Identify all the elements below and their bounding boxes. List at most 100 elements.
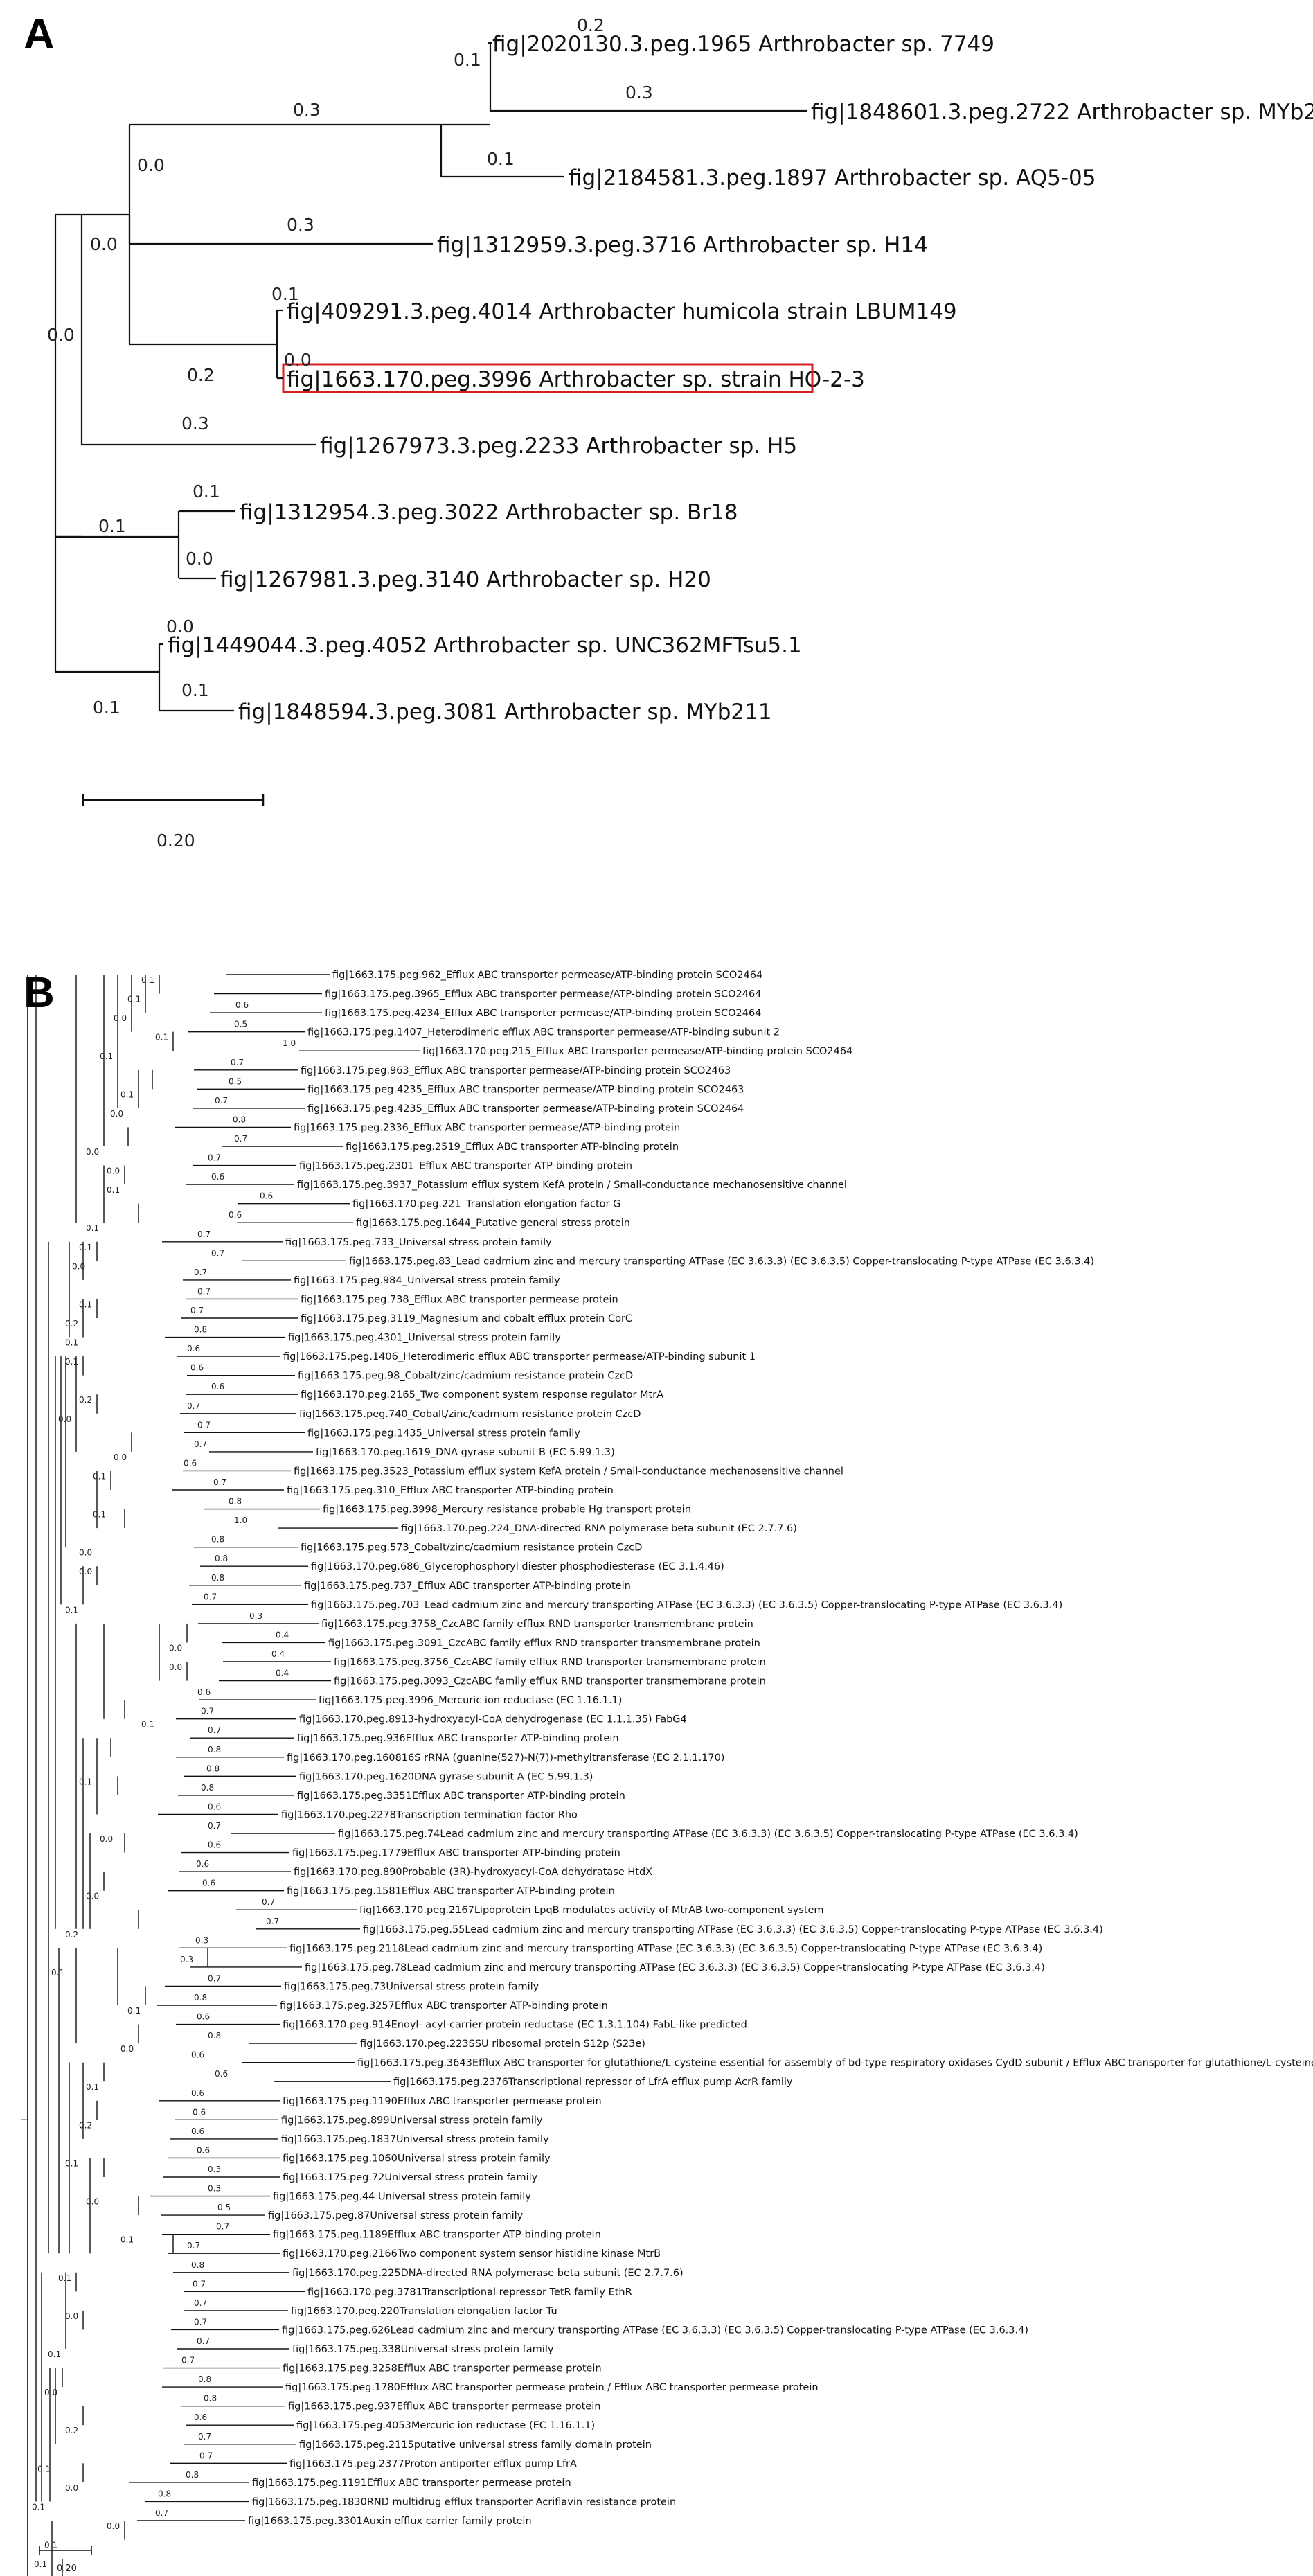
leaf-label-a: fig|1267981.3.peg.3140 Arthrobacter sp. … — [220, 567, 711, 592]
branch-length-b: 0.8 — [215, 1554, 228, 1563]
branch-length-b: 0.6 — [184, 1458, 197, 1468]
internal-branch-length-b: 0.0 — [114, 1453, 127, 1462]
branch-length-b: 0.6 — [208, 1802, 221, 1811]
branch-length-b: 0.7 — [234, 1134, 247, 1144]
internal-branch-length-b: 0.1 — [32, 2502, 45, 2512]
internal-branch-length-b: 0.1 — [120, 1090, 134, 1099]
internal-branch-length-b: 0.1 — [155, 1033, 168, 1042]
leaf-label-b: fig|1663.175.peg.4235_Efflux ABC transpo… — [307, 1103, 744, 1114]
leaf-label-b: fig|1663.170.peg.1620DNA gyrase subunit … — [299, 1771, 593, 1782]
leaf-label-b: fig|1663.170.peg.225DNA-directed RNA pol… — [292, 2268, 684, 2279]
branch-length-b: 0.8 — [229, 1497, 242, 1507]
leaf-label-a: fig|1267973.3.peg.2233 Arthrobacter sp. … — [320, 434, 797, 459]
branch-length-b: 0.6 — [211, 1172, 224, 1182]
leaf-label-b: fig|1663.170.peg.2165_Two component syst… — [301, 1389, 663, 1401]
branch-length-b: 0.6 — [194, 2413, 207, 2422]
leaf-label-b: fig|1663.175.peg.1190Efflux ABC transpor… — [283, 2096, 602, 2107]
internal-branch-length-b: 0.1 — [86, 2082, 99, 2092]
leaf-label-b: fig|1663.175.peg.984_Universal stress pr… — [294, 1275, 560, 1286]
branch-length-a: 0.2 — [577, 15, 605, 35]
branch-length-b: 0.8 — [194, 1993, 207, 2002]
branch-length-b: 0.8 — [201, 1783, 214, 1793]
leaf-label-b: fig|1663.170.peg.8913-hydroxyacyl-CoA de… — [299, 1714, 687, 1725]
leaf-label-b: fig|1663.175.peg.963_Efflux ABC transpor… — [301, 1065, 731, 1076]
branch-length-a: 0.0 — [284, 350, 312, 370]
branch-length-b: 0.6 — [229, 1210, 242, 1220]
leaf-label-b: fig|1663.175.peg.738_Efflux ABC transpor… — [301, 1294, 618, 1305]
internal-branch-length-b: 0.0 — [65, 2311, 78, 2321]
branch-length-b: 0.7 — [231, 1058, 244, 1067]
branch-length-b: 0.7 — [198, 2432, 211, 2442]
leaf-label-b: fig|1663.175.peg.4301_Universal stress p… — [288, 1333, 561, 1344]
highlight-box — [282, 363, 814, 393]
branch-length-b: 0.5 — [217, 2203, 231, 2212]
leaf-label-b: fig|1663.175.peg.1435_Universal stress p… — [307, 1428, 580, 1439]
branch-length-b: 0.6 — [191, 2050, 204, 2060]
branch-length-b: 0.6 — [249, 970, 262, 972]
leaf-label-b: fig|1663.170.peg.160816S rRNA (guanine(5… — [287, 1752, 724, 1764]
internal-branch-length-b: 0.0 — [100, 1834, 113, 1844]
branch-length-b: 0.8 — [233, 1114, 246, 1124]
branch-length-a: 0.3 — [181, 414, 209, 434]
leaf-label-b: fig|1663.170.peg.1619_DNA gyrase subunit… — [316, 1447, 615, 1458]
internal-branch-length-b: 0.0 — [79, 1567, 92, 1576]
leaf-label-b: fig|1663.175.peg.1581Efflux ABC transpor… — [287, 1886, 615, 1897]
leaf-label-b: fig|1663.175.peg.937Efflux ABC transport… — [288, 2401, 600, 2413]
leaf-label-b: fig|1663.175.peg.740_Cobalt/zinc/cadmium… — [299, 1409, 641, 1420]
leaf-label-b: fig|1663.175.peg.1780Efflux ABC transpor… — [285, 2382, 819, 2393]
scale-label-b: 0.20 — [57, 2564, 77, 2574]
branch-length-b: 0.7 — [194, 1268, 207, 1277]
leaf-label-b: fig|1663.175.peg.87Universal stress prot… — [268, 2210, 524, 2221]
phylogenetic-tree-a: fig|2020130.3.peg.1965 Arthrobacter sp. … — [47, 15, 1313, 851]
branch-length-b: 0.5 — [234, 1020, 247, 1029]
leaf-label-b: fig|1663.175.peg.44 Universal stress pro… — [273, 2192, 531, 2203]
branch-length-b: 0.8 — [194, 1325, 207, 1335]
internal-branch-length-b: 0.1 — [48, 2350, 61, 2359]
leaf-label-b: fig|1663.175.peg.1837Universal stress pr… — [281, 2134, 549, 2145]
leaf-label-b: fig|1663.170.peg.914Enoyl- acyl-carrier-… — [283, 2020, 747, 2031]
branch-length-b: 0.7 — [215, 1096, 228, 1105]
leaf-label-b: fig|1663.175.peg.2519_Efflux ABC transpo… — [346, 1142, 679, 1153]
branch-length-b: 0.6 — [235, 1000, 249, 1010]
leaf-label-b: fig|1663.170.peg.2278Transcription termi… — [281, 1809, 578, 1820]
internal-branch-length-b: 0.1 — [86, 1223, 99, 1233]
branch-length-a: 0.3 — [625, 82, 653, 103]
leaf-label-b: fig|1663.175.peg.74Lead cadmium zinc and… — [338, 1829, 1078, 1840]
branch-length-a: 0.3 — [287, 215, 314, 235]
branch-length-a: 0.0 — [47, 325, 75, 345]
leaf-label-b: fig|1663.175.peg.2118Lead cadmium zinc a… — [289, 1943, 1042, 1954]
internal-branch-length-b: 0.0 — [44, 2388, 57, 2397]
branch-length-a: 0.0 — [90, 234, 118, 254]
leaf-label-b: fig|1663.175.peg.703_Lead cadmium zinc a… — [311, 1599, 1062, 1610]
internal-branch-length-b: 0.1 — [51, 1968, 64, 1978]
leaf-label-b: fig|1663.175.peg.2115putative universal … — [299, 2440, 652, 2451]
branch-length-b: 0.7 — [201, 1707, 214, 1716]
branch-length-a: 0.1 — [454, 50, 481, 70]
branch-length-b: 0.7 — [190, 1306, 204, 1315]
internal-branch-length-b: 0.1 — [107, 1185, 120, 1195]
internal-branch-length-b: 0.1 — [127, 2006, 141, 2016]
leaf-label-b: fig|1663.170.peg.215_Efflux ABC transpor… — [422, 1046, 852, 1057]
leaf-label-b: fig|1663.175.peg.3523_Potassium efflux s… — [294, 1466, 843, 1477]
leaf-label-b: fig|1663.175.peg.1830RND multidrug efflu… — [252, 2496, 676, 2507]
phylogenetic-tree-b: fig|1663.175.peg.962_Efflux ABC transpor… — [21, 970, 1313, 2576]
internal-branch-length-b: 0.2 — [65, 2426, 78, 2435]
branch-length-a: 0.1 — [93, 698, 120, 718]
leaf-label-b: fig|1663.175.peg.4053Mercuric ion reduct… — [296, 2420, 595, 2431]
branch-length-b: 0.3 — [249, 1611, 262, 1621]
branch-length-b: 0.7 — [216, 2222, 229, 2232]
internal-branch-length-b: 0.1 — [65, 1605, 78, 1615]
branch-length-a: 0.2 — [187, 365, 215, 385]
leaf-label-b: fig|1663.170.peg.3781Transcriptional rep… — [307, 2286, 632, 2298]
scale-label-a: 0.20 — [157, 830, 195, 851]
leaf-label-b: fig|1663.175.peg.338Universal stress pro… — [292, 2344, 554, 2355]
leaf-label-b: fig|1663.175.peg.78Lead cadmium zinc and… — [305, 1962, 1045, 1973]
leaf-label-b: fig|1663.175.peg.2336_Efflux ABC transpo… — [294, 1122, 680, 1133]
branch-length-b: 0.7 — [211, 1248, 224, 1258]
internal-branch-length-b: 0.0 — [86, 1892, 99, 1901]
internal-branch-length-b: 0.1 — [141, 975, 154, 985]
leaf-label-b: fig|1663.175.peg.1191Efflux ABC transpor… — [252, 2478, 571, 2489]
leaf-label-a: fig|1663.170.peg.3996 Arthrobacter sp. s… — [287, 367, 865, 392]
branch-length-b: 0.7 — [208, 1153, 221, 1163]
leaf-label-a: fig|409291.3.peg.4014 Arthrobacter humic… — [287, 299, 957, 324]
